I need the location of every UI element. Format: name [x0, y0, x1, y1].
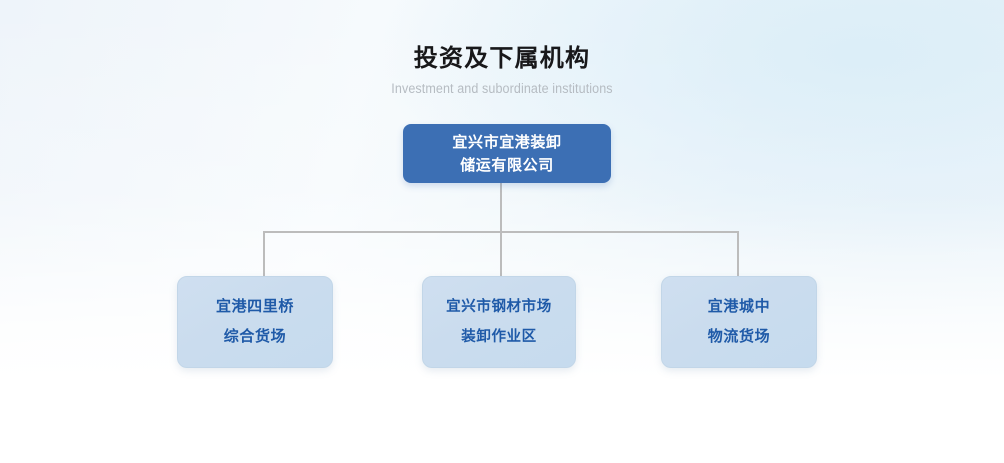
org-node-child-siliqiao[interactable]: 宜港四里桥 综合货场 — [177, 276, 333, 368]
org-node-child-chengzhong[interactable]: 宜港城中 物流货场 — [661, 276, 817, 368]
org-node-root[interactable]: 宜兴市宜港装卸 储运有限公司 — [403, 124, 611, 183]
org-node-child-2-line-1: 宜港城中 — [707, 298, 771, 315]
org-node-child-0-line-1: 宜港四里桥 — [215, 298, 294, 315]
connector-trunk — [500, 183, 502, 233]
org-node-child-steel-market[interactable]: 宜兴市钢材市场 装卸作业区 — [422, 276, 576, 368]
connector-drop-right — [737, 231, 739, 277]
connector-horizontal-bus — [263, 231, 739, 233]
page-heading: 投资及下属机构 Investment and subordinate insti… — [0, 44, 1004, 98]
org-node-child-0-line-2: 综合货场 — [223, 328, 287, 345]
org-node-root-line-2: 储运有限公司 — [460, 156, 554, 174]
org-node-child-1-line-2: 装卸作业区 — [461, 329, 537, 345]
connector-drop-left — [263, 231, 265, 277]
connector-drop-center — [500, 231, 502, 277]
org-node-child-1-line-1: 宜兴市钢材市场 — [446, 299, 552, 315]
org-node-child-2-line-2: 物流货场 — [707, 328, 771, 345]
page-subtitle: Investment and subordinate institutions — [391, 81, 613, 96]
page-title: 投资及下属机构 — [413, 45, 591, 72]
org-node-root-line-1: 宜兴市宜港装卸 — [452, 133, 562, 151]
